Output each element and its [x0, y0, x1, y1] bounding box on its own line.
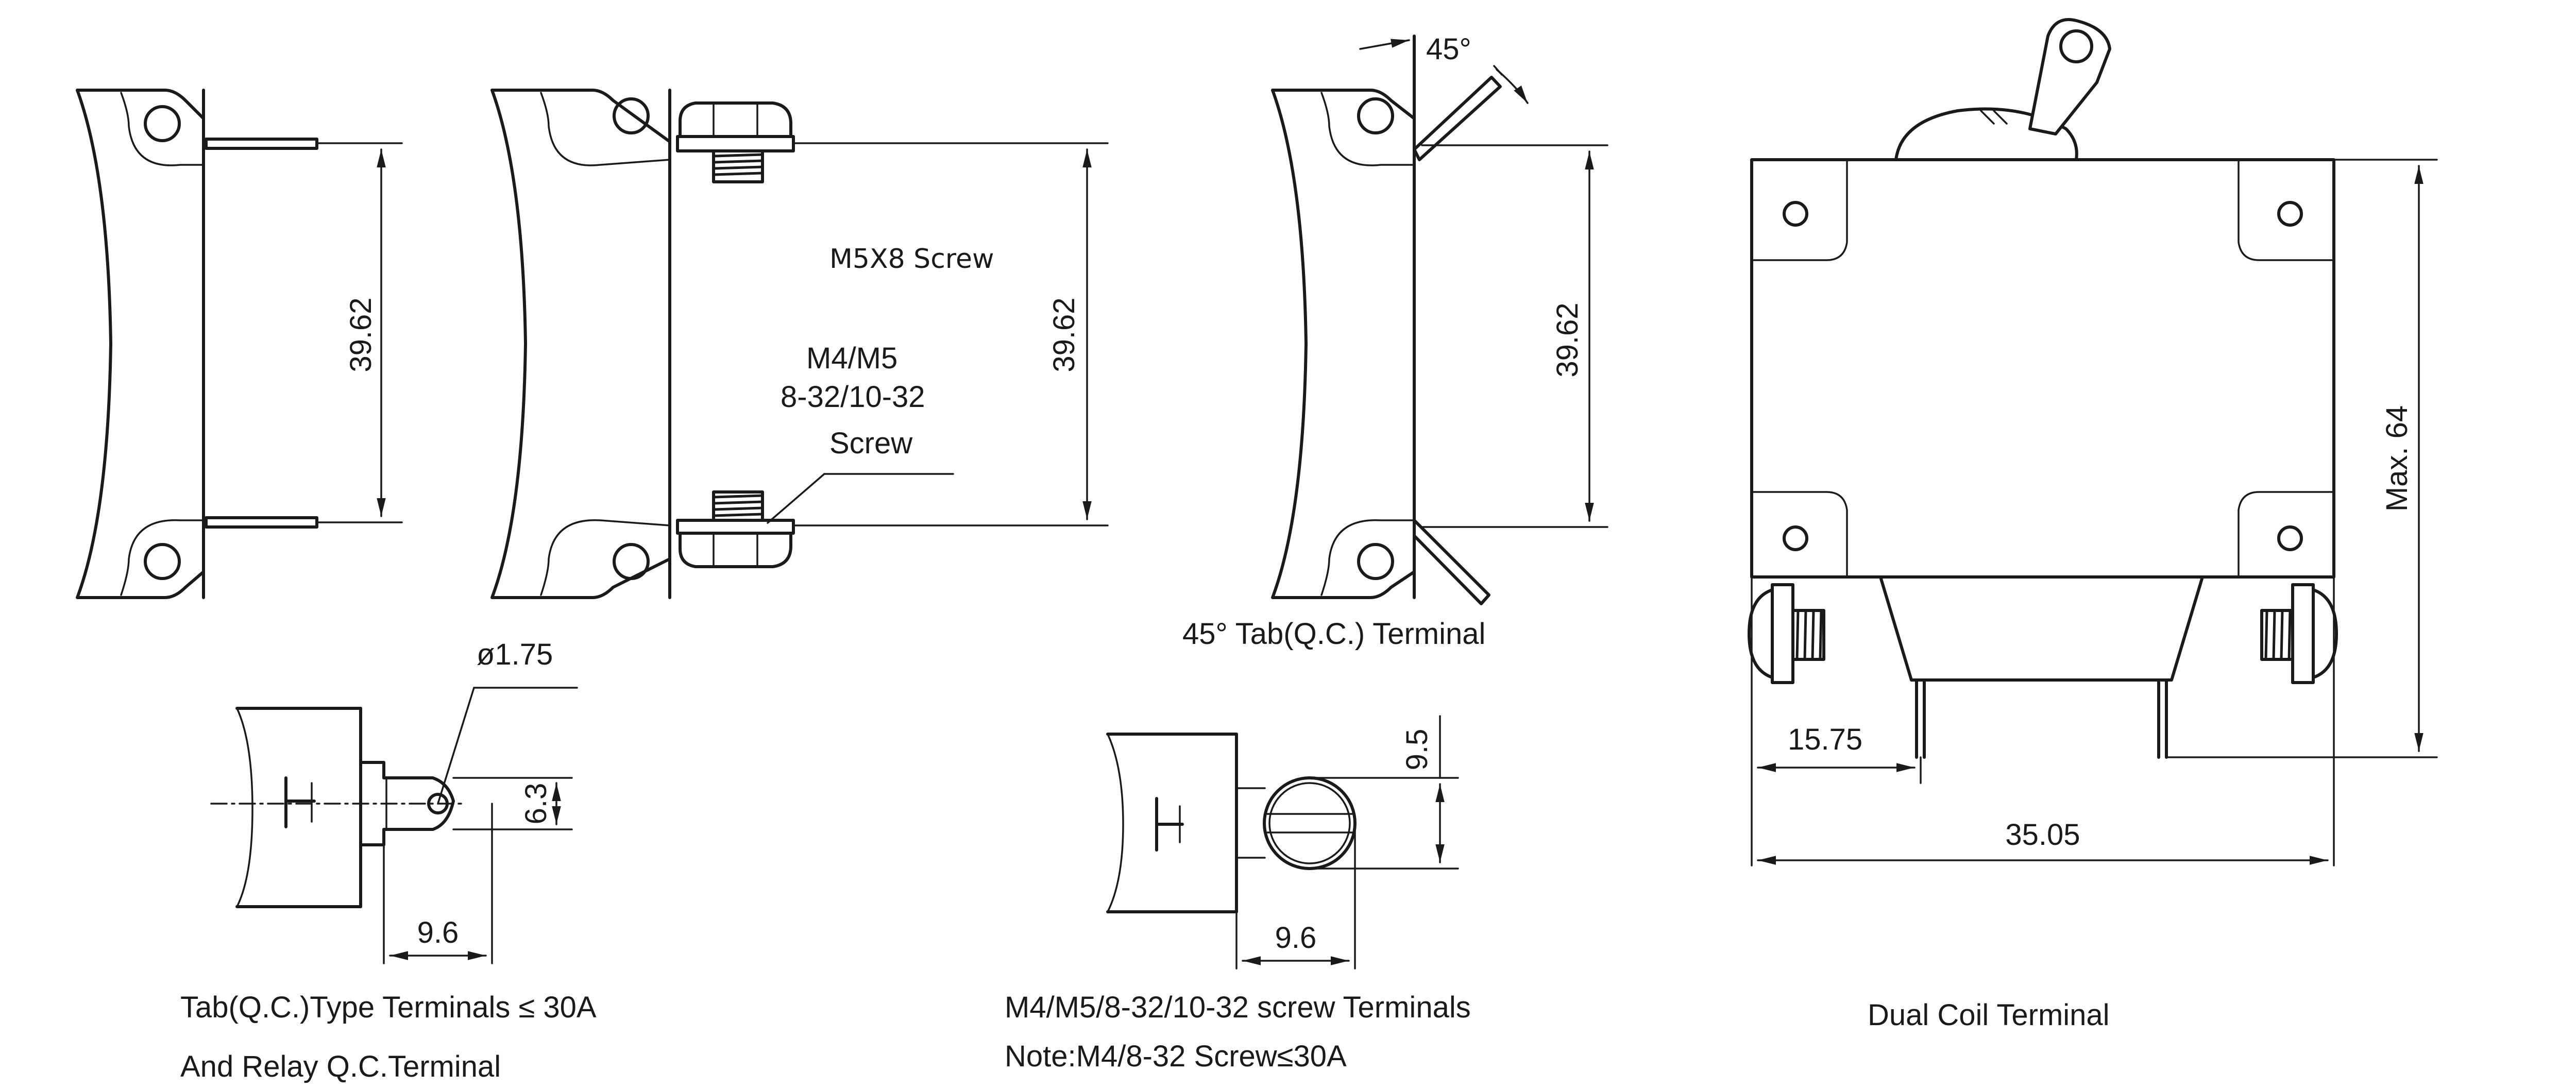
figure-tab-side-view: 39.62 — [76, 89, 403, 599]
detail-screw-dim-height: 9.5 — [1400, 729, 1434, 771]
detail-screw-caption-line2: Note:M4/8-32 Screw≤30A — [1005, 1040, 1347, 1073]
fig1-dim-height: 39.62 — [344, 297, 378, 372]
detail-tab-caption-line2: And Relay Q.C.Terminal — [180, 1050, 501, 1083]
fig2-screw-label-top: M5X8 Screw — [829, 244, 994, 275]
thread-bottom — [712, 490, 764, 522]
fig4-caption: Dual Coil Terminal — [1868, 998, 2110, 1032]
fig3-dim-height: 39.62 — [1551, 302, 1584, 377]
figure-screw-side-view: 39.62 M5X8 Screw M4/M5 8-32/10-32 Screw — [490, 89, 1109, 599]
fig3-caption: 45° Tab(Q.C.) Terminal — [1182, 617, 1485, 651]
fig2-dim-height: 39.62 — [1047, 297, 1081, 372]
figure-dual-coil-view: Max. 64 15.75 35.05 Dual Coil Terminal — [1748, 18, 2438, 1032]
fig4-dim-height: Max. 64 — [2380, 405, 2414, 512]
fig3-angle-label: 45° — [1426, 32, 1471, 66]
dual-coil-left-screw — [1748, 583, 1825, 684]
detail-tab-dim-length: 9.6 — [417, 916, 459, 949]
detail-screw-terminal: 9.5 9.6 M4/M5/8-32/10-32 screw Terminals… — [1005, 715, 1471, 1073]
detail-tab-dim-hole: ø1.75 — [477, 638, 553, 671]
fig2-screw-label-line3: Screw — [829, 427, 913, 460]
detail-screw-caption-line1: M4/M5/8-32/10-32 screw Terminals — [1005, 991, 1471, 1024]
detail-tab-dim-width: 6.3 — [519, 783, 553, 825]
detail-screw-dim-length: 9.6 — [1275, 921, 1317, 955]
detail-tab-caption-line1: Tab(Q.C.)Type Terminals ≤ 30A — [180, 991, 597, 1024]
fig2-screw-label-line2: 8-32/10-32 — [781, 380, 925, 414]
fig4-dim-left: 15.75 — [1788, 723, 1862, 756]
fig4-dim-width: 35.05 — [2005, 818, 2080, 852]
fig2-screw-label-line1: M4/M5 — [806, 342, 897, 375]
detail-tab-terminal: ø1.75 6.3 9.6 Tab(Q.C.)Type Terminals ≤ … — [180, 638, 597, 1083]
figure-45deg-tab-view: 45° 39.62 45° Tab(Q.C.) Terminal — [1182, 32, 1608, 651]
thread-top — [712, 149, 764, 183]
dual-coil-right-screw — [2260, 583, 2338, 684]
